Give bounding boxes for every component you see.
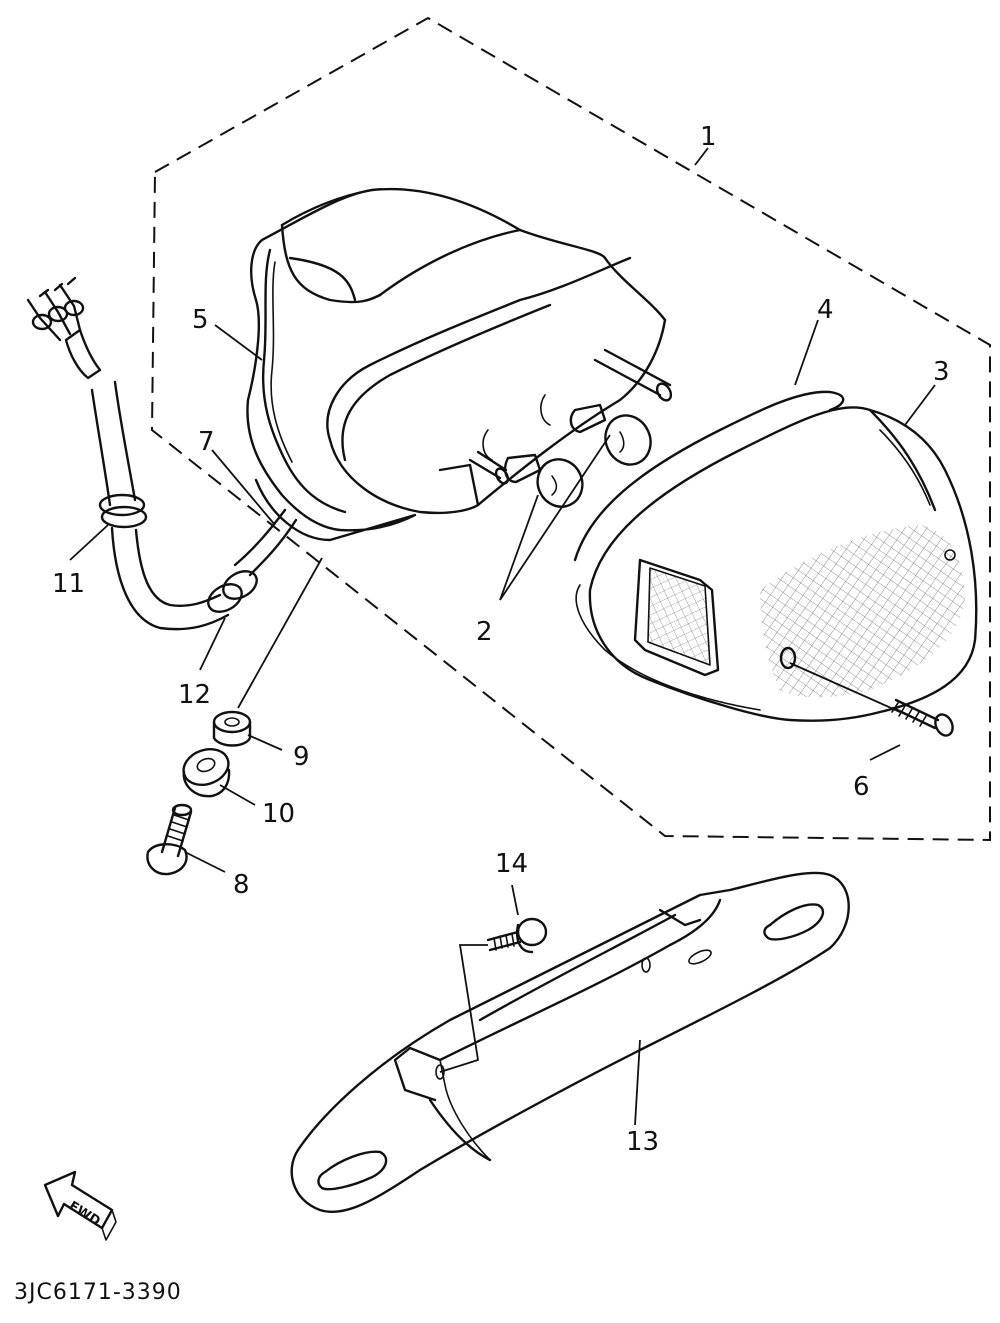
bulb-upper [569,403,652,466]
tail-light-housing [246,187,673,542]
forward-direction-arrow: FWD [43,1170,117,1241]
callout-5: 5 [192,305,209,335]
wire-harness [26,276,298,631]
callout-1: 1 [700,122,717,152]
grommet-9 [212,710,252,747]
callout-14: 14 [495,849,528,879]
fwd-label: FWD [66,1199,103,1230]
lens-gasket [573,390,845,562]
callout-10: 10 [262,799,295,829]
lens-screw [891,698,954,737]
bolt-14 [486,917,548,954]
bulb-lower [504,453,584,508]
callout-7: 7 [198,427,215,457]
callout-8: 8 [233,870,250,900]
tail-light-lens [588,406,978,722]
callout-9: 9 [293,742,310,772]
callout-11: 11 [52,569,85,599]
assembly-outline [150,16,991,842]
diagram-code: 3JC6171-3390 [14,1280,182,1305]
license-bracket [290,871,850,1214]
collar-10 [182,747,231,798]
callout-13: 13 [626,1127,659,1157]
callout-2: 2 [476,617,493,647]
leader-lines [69,147,936,1126]
callout-labels: 1 2 3 4 5 6 7 8 9 10 11 12 13 14 [52,122,950,1157]
lens-reflector [633,558,720,677]
bolt-8 [146,803,193,876]
callout-6: 6 [853,772,870,802]
callout-3: 3 [933,357,950,387]
callout-4: 4 [817,295,834,325]
callout-12: 12 [178,680,211,710]
